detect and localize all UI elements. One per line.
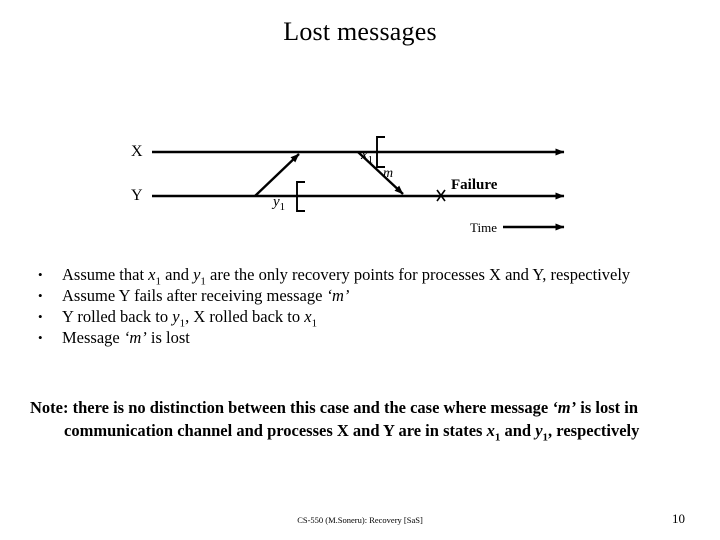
list-item-text: Message ‘m’ is lost	[62, 327, 190, 348]
list-item-text: Y rolled back to y1, X rolled back to x1	[62, 306, 317, 334]
note-paragraph: Note: there is no distinction between th…	[30, 396, 690, 449]
text-run: Message	[62, 328, 124, 347]
text-run: x	[148, 265, 156, 284]
text-run: and	[161, 265, 194, 284]
process-y-label: Y	[131, 187, 143, 204]
timeline-diagram: X Y x1 y1 m Failure Time	[0, 0, 720, 250]
text-run: ‘m’	[123, 328, 147, 347]
text-run: Assume Y fails after receiving message	[62, 286, 327, 305]
bullet-list: •Assume that x1 and y1 are the only reco…	[30, 264, 700, 348]
recovery-point-x1-subscript: 1	[367, 154, 374, 166]
text-run: , respectively	[548, 421, 640, 440]
list-item: • Assume Y fails after receiving message …	[30, 285, 700, 306]
note-line-1: Note: there is no distinction between th…	[30, 398, 638, 417]
recovery-point-bracket-x	[376, 136, 385, 168]
text-run: 1	[494, 431, 501, 444]
text-run: y	[193, 265, 201, 284]
text-run: Note: there is no distinction between th…	[30, 398, 553, 417]
bullet-marker-icon: •	[38, 288, 43, 303]
failure-label: Failure	[451, 177, 498, 193]
text-run: ‘m’	[552, 398, 577, 417]
message-m-label: m	[383, 166, 394, 181]
text-run: 1	[179, 317, 186, 330]
failure-cross-mark	[436, 189, 446, 202]
text-run: are the only recovery points for process…	[205, 265, 631, 284]
text-run: is lost in	[576, 398, 639, 417]
timeline-svg	[152, 136, 565, 231]
bullet-marker-icon: •	[38, 309, 43, 324]
text-run: communication channel and processes X an…	[64, 421, 487, 440]
text-run: ‘m’	[326, 286, 350, 305]
recovery-point-x1-base: x	[361, 147, 368, 163]
text-run: x	[486, 421, 495, 440]
recovery-point-x1-label: x1	[361, 147, 373, 168]
recovery-point-y1-base: y	[273, 194, 280, 210]
text-run: , X rolled back to	[185, 307, 305, 326]
text-run: 1	[155, 275, 162, 288]
bullet-marker-icon: •	[38, 267, 43, 282]
text-run: 1	[311, 317, 318, 330]
message-arrow-y-to-x	[254, 153, 300, 197]
process-x-label: X	[131, 143, 143, 160]
text-run: Y rolled back to	[62, 307, 173, 326]
text-run: Assume that	[62, 265, 149, 284]
page-number: 10	[672, 511, 685, 526]
list-item-text: Assume that x1 and y1 are the only recov…	[62, 264, 630, 292]
message-arrow-m-x-to-y	[357, 151, 404, 195]
note-line-2: communication channel and processes X an…	[30, 419, 690, 449]
text-run: y	[535, 421, 543, 440]
text-run: is lost	[146, 328, 190, 347]
text-run: and	[500, 421, 536, 440]
recovery-point-y1-label: y1	[273, 194, 285, 215]
text-run: y	[172, 307, 180, 326]
recovery-point-y1-subscript: 1	[279, 201, 286, 213]
text-run: x	[304, 307, 312, 326]
list-item: • Message ‘m’ is lost	[30, 327, 700, 348]
footer-course-label: CS-550 (M.Soneru): Recovery [SaS]	[297, 515, 423, 525]
time-axis-label: Time	[470, 220, 497, 235]
text-run: 1	[200, 275, 206, 288]
list-item-text: Assume Y fails after receiving message ‘…	[62, 285, 349, 306]
list-item: •Y rolled back to y1, X rolled back to x…	[30, 306, 700, 329]
bullet-marker-icon: •	[38, 330, 43, 345]
list-item: •Assume that x1 and y1 are the only reco…	[30, 264, 700, 287]
text-run: 1	[542, 431, 549, 444]
recovery-point-bracket-y	[296, 181, 305, 212]
page-title: Lost messages	[283, 17, 437, 46]
